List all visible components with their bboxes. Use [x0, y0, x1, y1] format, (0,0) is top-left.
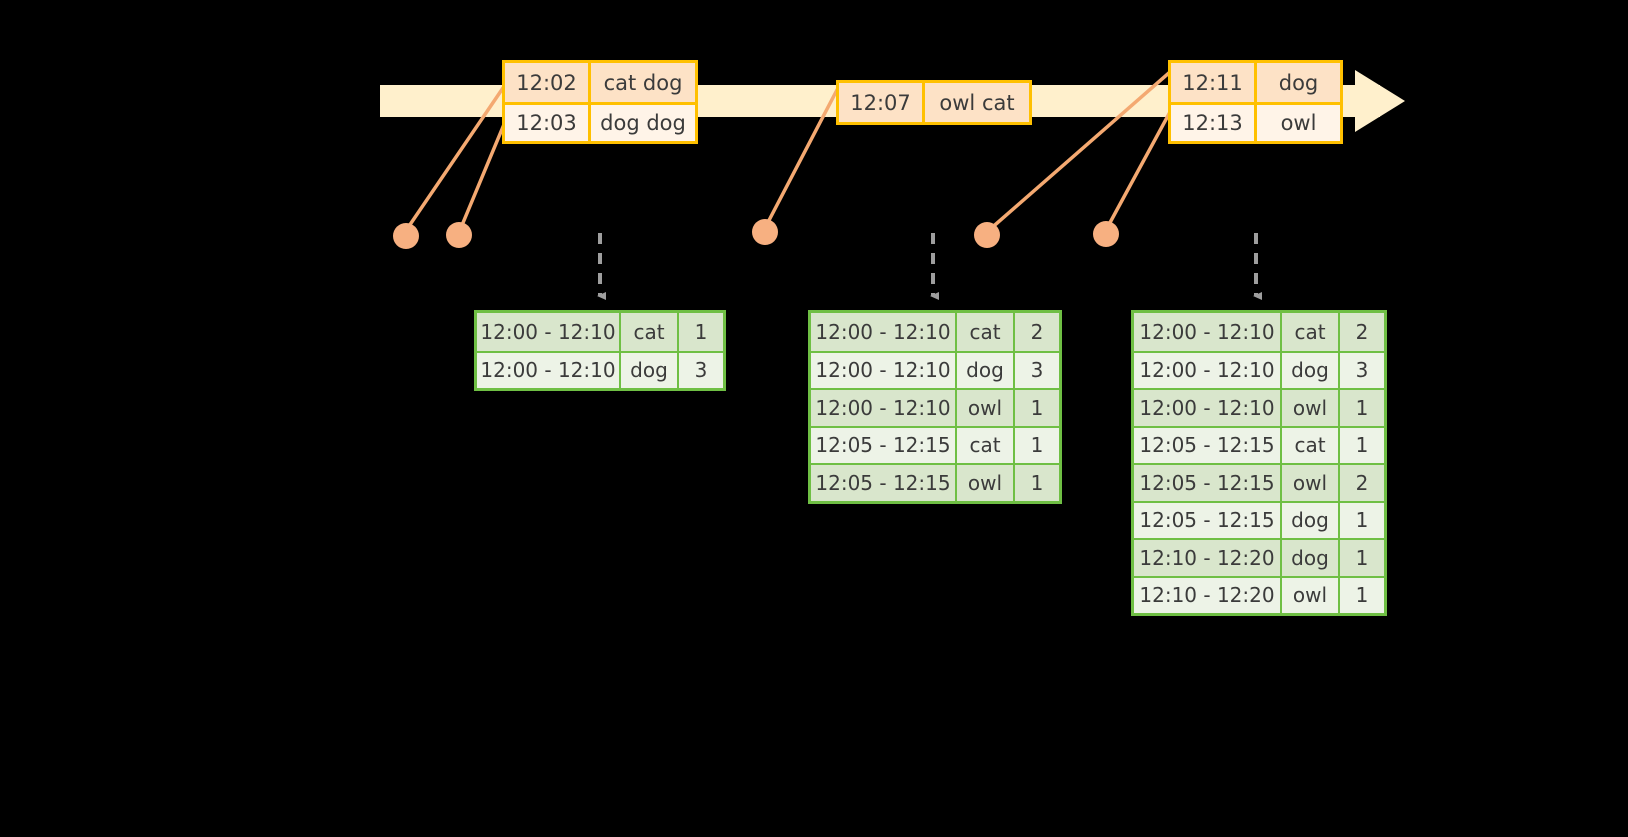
result-table-2: 12:00 - 12:10 cat 2 12:00 - 12:10 dog 3 …	[808, 310, 1062, 504]
result-window: 12:00 - 12:10	[1134, 313, 1282, 351]
event-time: 12:03	[505, 105, 591, 141]
result-window: 12:00 - 12:10	[1134, 352, 1282, 388]
result-window: 12:00 - 12:10	[811, 390, 957, 426]
event-markers	[393, 219, 1119, 249]
table-row: 12:00 - 12:10 cat 2	[811, 313, 1059, 351]
emit-arrows	[597, 233, 1262, 300]
result-key: owl	[957, 465, 1015, 501]
table-row: 12:05 - 12:15 cat 1	[811, 425, 1059, 463]
event-payload: dog dog	[600, 111, 686, 135]
event-row: 12:11 dog	[1171, 63, 1340, 102]
result-key: cat	[1282, 313, 1340, 351]
result-count: 1	[1355, 433, 1369, 458]
event-payload: owl	[1280, 111, 1317, 135]
result-table-1: 12:00 - 12:10 cat 1 12:00 - 12:10 dog 3	[474, 310, 726, 391]
result-count: 1	[1030, 470, 1044, 495]
result-key: owl	[1282, 465, 1340, 501]
table-row: 12:00 - 12:10 dog 3	[811, 350, 1059, 388]
event-row: 12:13 owl	[1171, 102, 1340, 141]
result-count: 1	[694, 319, 708, 344]
result-count: 2	[1030, 319, 1044, 344]
result-count: 1	[1355, 545, 1369, 570]
result-window: 12:10 - 12:20	[1134, 577, 1282, 613]
result-key: cat	[957, 313, 1015, 351]
result-key: cat	[621, 313, 679, 351]
result-key: owl	[1282, 390, 1340, 426]
event-marker-3	[752, 219, 778, 245]
result-count: 2	[1355, 470, 1369, 495]
table-row: 12:00 - 12:10 owl 1	[811, 388, 1059, 426]
result-window: 12:05 - 12:15	[1134, 502, 1282, 538]
table-row: 12:00 - 12:10 cat 1	[477, 313, 723, 351]
result-count: 3	[694, 358, 708, 383]
event-marker-2	[446, 222, 472, 248]
result-window: 12:05 - 12:15	[811, 427, 957, 463]
result-window: 12:05 - 12:15	[1134, 465, 1282, 501]
event-group-2: 12:07 owl cat	[836, 80, 1032, 125]
table-row: 12:10 - 12:20 owl 1	[1134, 575, 1384, 613]
result-count: 1	[1355, 508, 1369, 533]
result-count: 1	[1030, 395, 1044, 420]
result-count: 2	[1355, 319, 1369, 344]
result-window: 12:10 - 12:20	[1134, 540, 1282, 576]
result-key: dog	[957, 352, 1015, 388]
event-row: 12:07 owl cat	[839, 83, 1029, 122]
result-count: 3	[1030, 358, 1044, 383]
result-key: dog	[621, 352, 679, 388]
event-group-1: 12:02 cat dog 12:03 dog dog	[502, 60, 698, 144]
result-table-3: 12:00 - 12:10 cat 2 12:00 - 12:10 dog 3 …	[1131, 310, 1387, 616]
result-window: 12:00 - 12:10	[811, 352, 957, 388]
result-count: 1	[1030, 433, 1044, 458]
table-row: 12:05 - 12:15 dog 1	[1134, 500, 1384, 538]
table-row: 12:00 - 12:10 dog 3	[1134, 350, 1384, 388]
event-time: 12:11	[1171, 63, 1257, 102]
result-key: owl	[1282, 577, 1340, 613]
table-row: 12:00 - 12:10 owl 1	[1134, 388, 1384, 426]
result-key: dog	[1282, 540, 1340, 576]
event-marker-4	[974, 222, 1000, 248]
event-time: 12:02	[505, 63, 591, 102]
result-key: dog	[1282, 502, 1340, 538]
table-row: 12:00 - 12:10 dog 3	[477, 350, 723, 388]
table-row: 12:05 - 12:15 owl 2	[1134, 463, 1384, 501]
result-window: 12:00 - 12:10	[477, 313, 621, 351]
event-payload: dog	[1278, 70, 1319, 95]
table-row: 12:00 - 12:10 cat 2	[1134, 313, 1384, 351]
event-group-3: 12:11 dog 12:13 owl	[1168, 60, 1343, 144]
result-window: 12:05 - 12:15	[1134, 427, 1282, 463]
event-time: 12:07	[839, 83, 925, 122]
result-key: cat	[1282, 427, 1340, 463]
event-payload: owl cat	[939, 90, 1015, 115]
result-window: 12:00 - 12:10	[811, 313, 957, 351]
result-window: 12:00 - 12:10	[477, 352, 621, 388]
result-window: 12:00 - 12:10	[1134, 390, 1282, 426]
event-time: 12:13	[1171, 105, 1257, 141]
event-marker-5	[1093, 221, 1119, 247]
table-row: 12:05 - 12:15 cat 1	[1134, 425, 1384, 463]
table-row: 12:10 - 12:20 dog 1	[1134, 538, 1384, 576]
result-key: dog	[1282, 352, 1340, 388]
result-count: 3	[1355, 358, 1369, 383]
result-count: 1	[1355, 395, 1369, 420]
event-row: 12:02 cat dog	[505, 63, 695, 102]
event-row: 12:03 dog dog	[505, 102, 695, 141]
result-window: 12:05 - 12:15	[811, 465, 957, 501]
event-marker-1	[393, 223, 419, 249]
result-count: 1	[1355, 583, 1369, 608]
result-key: owl	[957, 390, 1015, 426]
result-key: cat	[957, 427, 1015, 463]
table-row: 12:05 - 12:15 owl 1	[811, 463, 1059, 501]
event-payload: cat dog	[603, 70, 683, 95]
